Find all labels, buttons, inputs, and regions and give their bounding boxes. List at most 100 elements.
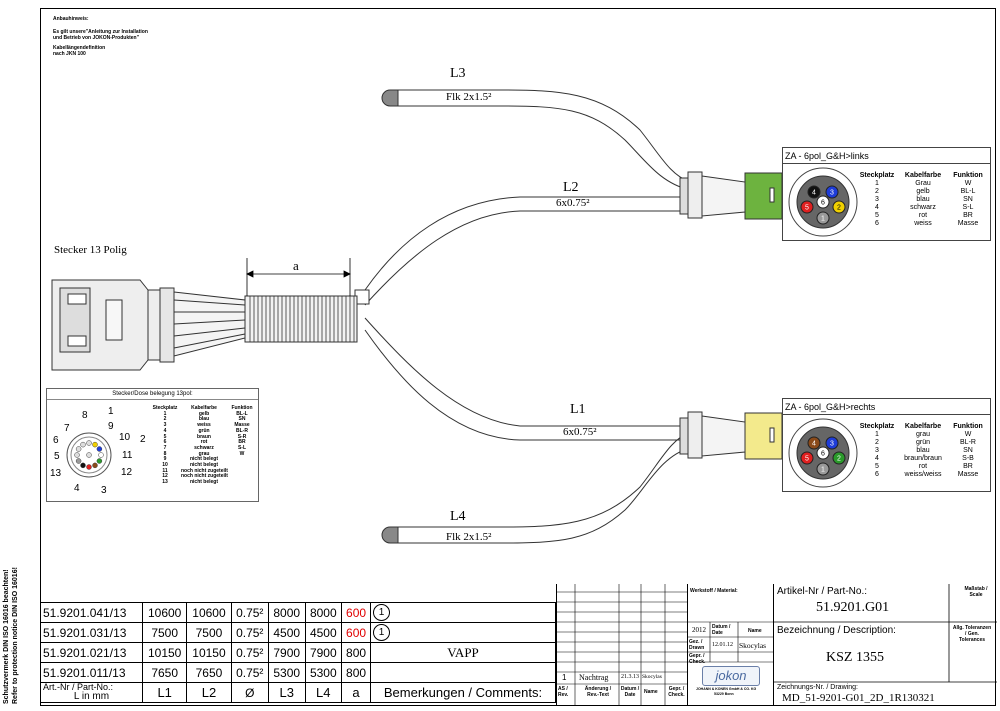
rev-change-header: Änderung / Rev.-Text bbox=[584, 686, 612, 698]
pin-cell: rot bbox=[918, 212, 928, 219]
pin-cell: 5 bbox=[875, 212, 879, 219]
description-label: Bezeichnung / Description: bbox=[777, 625, 896, 636]
cable-l4-label: L4 bbox=[450, 509, 466, 524]
pin13-dot bbox=[80, 462, 86, 469]
note-line: und Betrieb von JOKON-Produkten" bbox=[53, 35, 139, 41]
rev-change: Nachtrag bbox=[579, 673, 609, 682]
note-line: Kabellängendefinition bbox=[53, 45, 106, 51]
pin-cell: 1 bbox=[875, 431, 879, 438]
variant-part: 51.9201.031/13 bbox=[39, 622, 144, 643]
pin-cell: 3 bbox=[875, 447, 879, 454]
pin13-label: 8 bbox=[82, 410, 88, 421]
pin-cell: SN bbox=[963, 196, 973, 203]
cable-l1-spec: 6x0.75² bbox=[563, 426, 597, 438]
pin-number: 2 bbox=[837, 205, 841, 212]
pin-cell: BR bbox=[963, 463, 973, 470]
pin13-cell: Masse bbox=[234, 422, 250, 429]
pin13-dot bbox=[74, 452, 80, 458]
pin-cell: gelb bbox=[916, 188, 930, 195]
pin13-cell: 7 bbox=[163, 444, 167, 451]
variant-part: 51.9201.021/13 bbox=[39, 642, 144, 663]
pin13-label: 12 bbox=[121, 467, 133, 478]
pin13-dot bbox=[96, 458, 103, 464]
pin-number: 4 bbox=[812, 441, 816, 448]
connector-right bbox=[679, 411, 783, 460]
variant-l2: 10600 bbox=[186, 602, 232, 623]
variant-l3: 7900 bbox=[267, 642, 306, 663]
revision-mark: 1 bbox=[373, 604, 390, 621]
pin13-label: 5 bbox=[54, 451, 60, 462]
cable-l1 bbox=[364, 317, 690, 441]
pin-cell: Masse bbox=[957, 471, 979, 478]
l4-end-cap bbox=[381, 526, 399, 544]
pin-5 bbox=[800, 451, 814, 465]
variant-header-row: Art.-Nr / Part-No.: L in mm L1 L2 Ø L3 L… bbox=[39, 682, 556, 703]
col-header: Kabelfarbe bbox=[904, 172, 942, 179]
description: KSZ 1355 bbox=[826, 650, 884, 665]
cable-l3-spec: Flk 2x1.5² bbox=[446, 91, 492, 103]
pin-cell: W bbox=[964, 180, 972, 187]
pin-number: 3 bbox=[830, 441, 834, 448]
pin13-cell: gelb bbox=[198, 410, 210, 417]
pin13-label: 9 bbox=[108, 421, 114, 432]
unit-label: L in mm bbox=[73, 691, 110, 702]
approval-block: Werkstoff / Material: 2012 Datum / Date … bbox=[687, 584, 774, 706]
variant-a: 600 bbox=[341, 622, 371, 643]
variant-comment-cell bbox=[370, 662, 556, 683]
variant-comment: VAPP bbox=[447, 644, 479, 660]
company-name: JOHANN & KONEN GmbH & CO. KG bbox=[696, 687, 757, 691]
pin13-cell: BL-R bbox=[236, 427, 248, 434]
cable-l1-label: L1 bbox=[570, 402, 586, 417]
col-header: Funktion bbox=[953, 423, 983, 430]
pin-1 bbox=[816, 211, 830, 225]
pin-2 bbox=[832, 200, 846, 214]
variant-l2: 10150 bbox=[186, 642, 232, 663]
note-line: Es gilt unsere"Anleitung zur Installatio… bbox=[53, 29, 148, 35]
pin-cell: Grau bbox=[915, 180, 931, 187]
assembly-notes: Anbauhinweis: Es gilt unsere"Anleitung z… bbox=[53, 16, 148, 57]
pin13-cell: weiss bbox=[197, 422, 211, 429]
pin-3 bbox=[825, 185, 839, 199]
rev-check-header: Gepr. / Check. bbox=[668, 686, 685, 698]
pin13-cell: schwarz bbox=[194, 444, 214, 451]
sheet-border bbox=[40, 8, 996, 706]
col-header: Kabelfarbe bbox=[904, 423, 942, 430]
pin13-dot bbox=[86, 452, 92, 458]
variant-section: 0.75² bbox=[230, 662, 269, 683]
tolerance-label: Allg. Toleranzen / Gen. Tolerances bbox=[952, 625, 992, 643]
pin-cell: SN bbox=[963, 447, 973, 454]
drawn-label: Gez. / Drawn bbox=[689, 639, 705, 651]
pin13-label: 4 bbox=[74, 483, 80, 494]
variant-comment-cell: 1 bbox=[370, 602, 556, 623]
approval-year: 2012 bbox=[692, 626, 706, 634]
pin-cell: schwarz bbox=[910, 204, 936, 211]
pin13-title: Stecker/Dose belegung 13pol: bbox=[112, 391, 193, 397]
pin-number: 4 bbox=[812, 190, 816, 197]
variant-l1: 10600 bbox=[142, 602, 188, 623]
pin-cell: 6 bbox=[875, 220, 879, 227]
material-label: Werkstoff / Material: bbox=[690, 588, 738, 594]
company-city: 53229 Bonn bbox=[714, 692, 734, 696]
pin13-label: 13 bbox=[50, 468, 62, 479]
pin13-cell: 1 bbox=[163, 410, 167, 417]
pin-6 bbox=[816, 195, 830, 209]
pin-number: 2 bbox=[837, 456, 841, 463]
cable-l4 bbox=[398, 431, 691, 544]
pin13-dot bbox=[96, 446, 103, 452]
pin13-cell: blau bbox=[198, 416, 210, 423]
variant-l4: 7900 bbox=[304, 642, 343, 663]
pin-cell: 4 bbox=[875, 204, 879, 211]
